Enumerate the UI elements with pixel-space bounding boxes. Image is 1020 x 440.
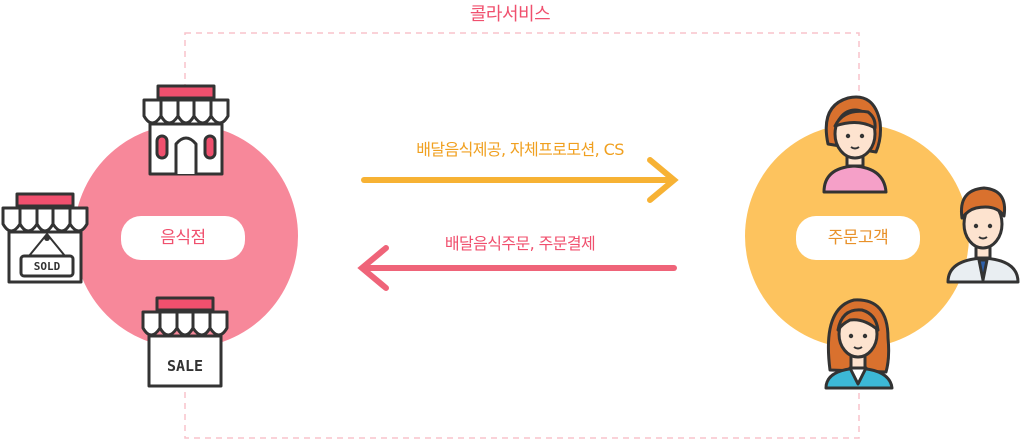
man-icon xyxy=(946,186,1020,284)
sale-sign-text: SALE xyxy=(167,357,203,375)
arrow-right xyxy=(361,157,679,203)
woman-2-icon xyxy=(824,298,894,390)
sold-shop-icon xyxy=(1,192,89,284)
arrow-left xyxy=(357,245,677,291)
customer-label: 주문고객 xyxy=(796,216,920,260)
sale-shop-icon xyxy=(141,296,229,388)
flow-label-to-restaurant: 배달음식주문, 주문결제 xyxy=(444,234,596,253)
shop-icon xyxy=(142,84,230,176)
diagram-title: 콜라서비스 xyxy=(469,4,551,25)
restaurant-label: 음식점 xyxy=(121,216,245,260)
flow-label-to-customer: 배달음식제공, 자체프로모션, CS xyxy=(416,140,624,159)
woman-icon xyxy=(822,95,888,194)
sold-sign-text: SOLD xyxy=(34,260,61,273)
